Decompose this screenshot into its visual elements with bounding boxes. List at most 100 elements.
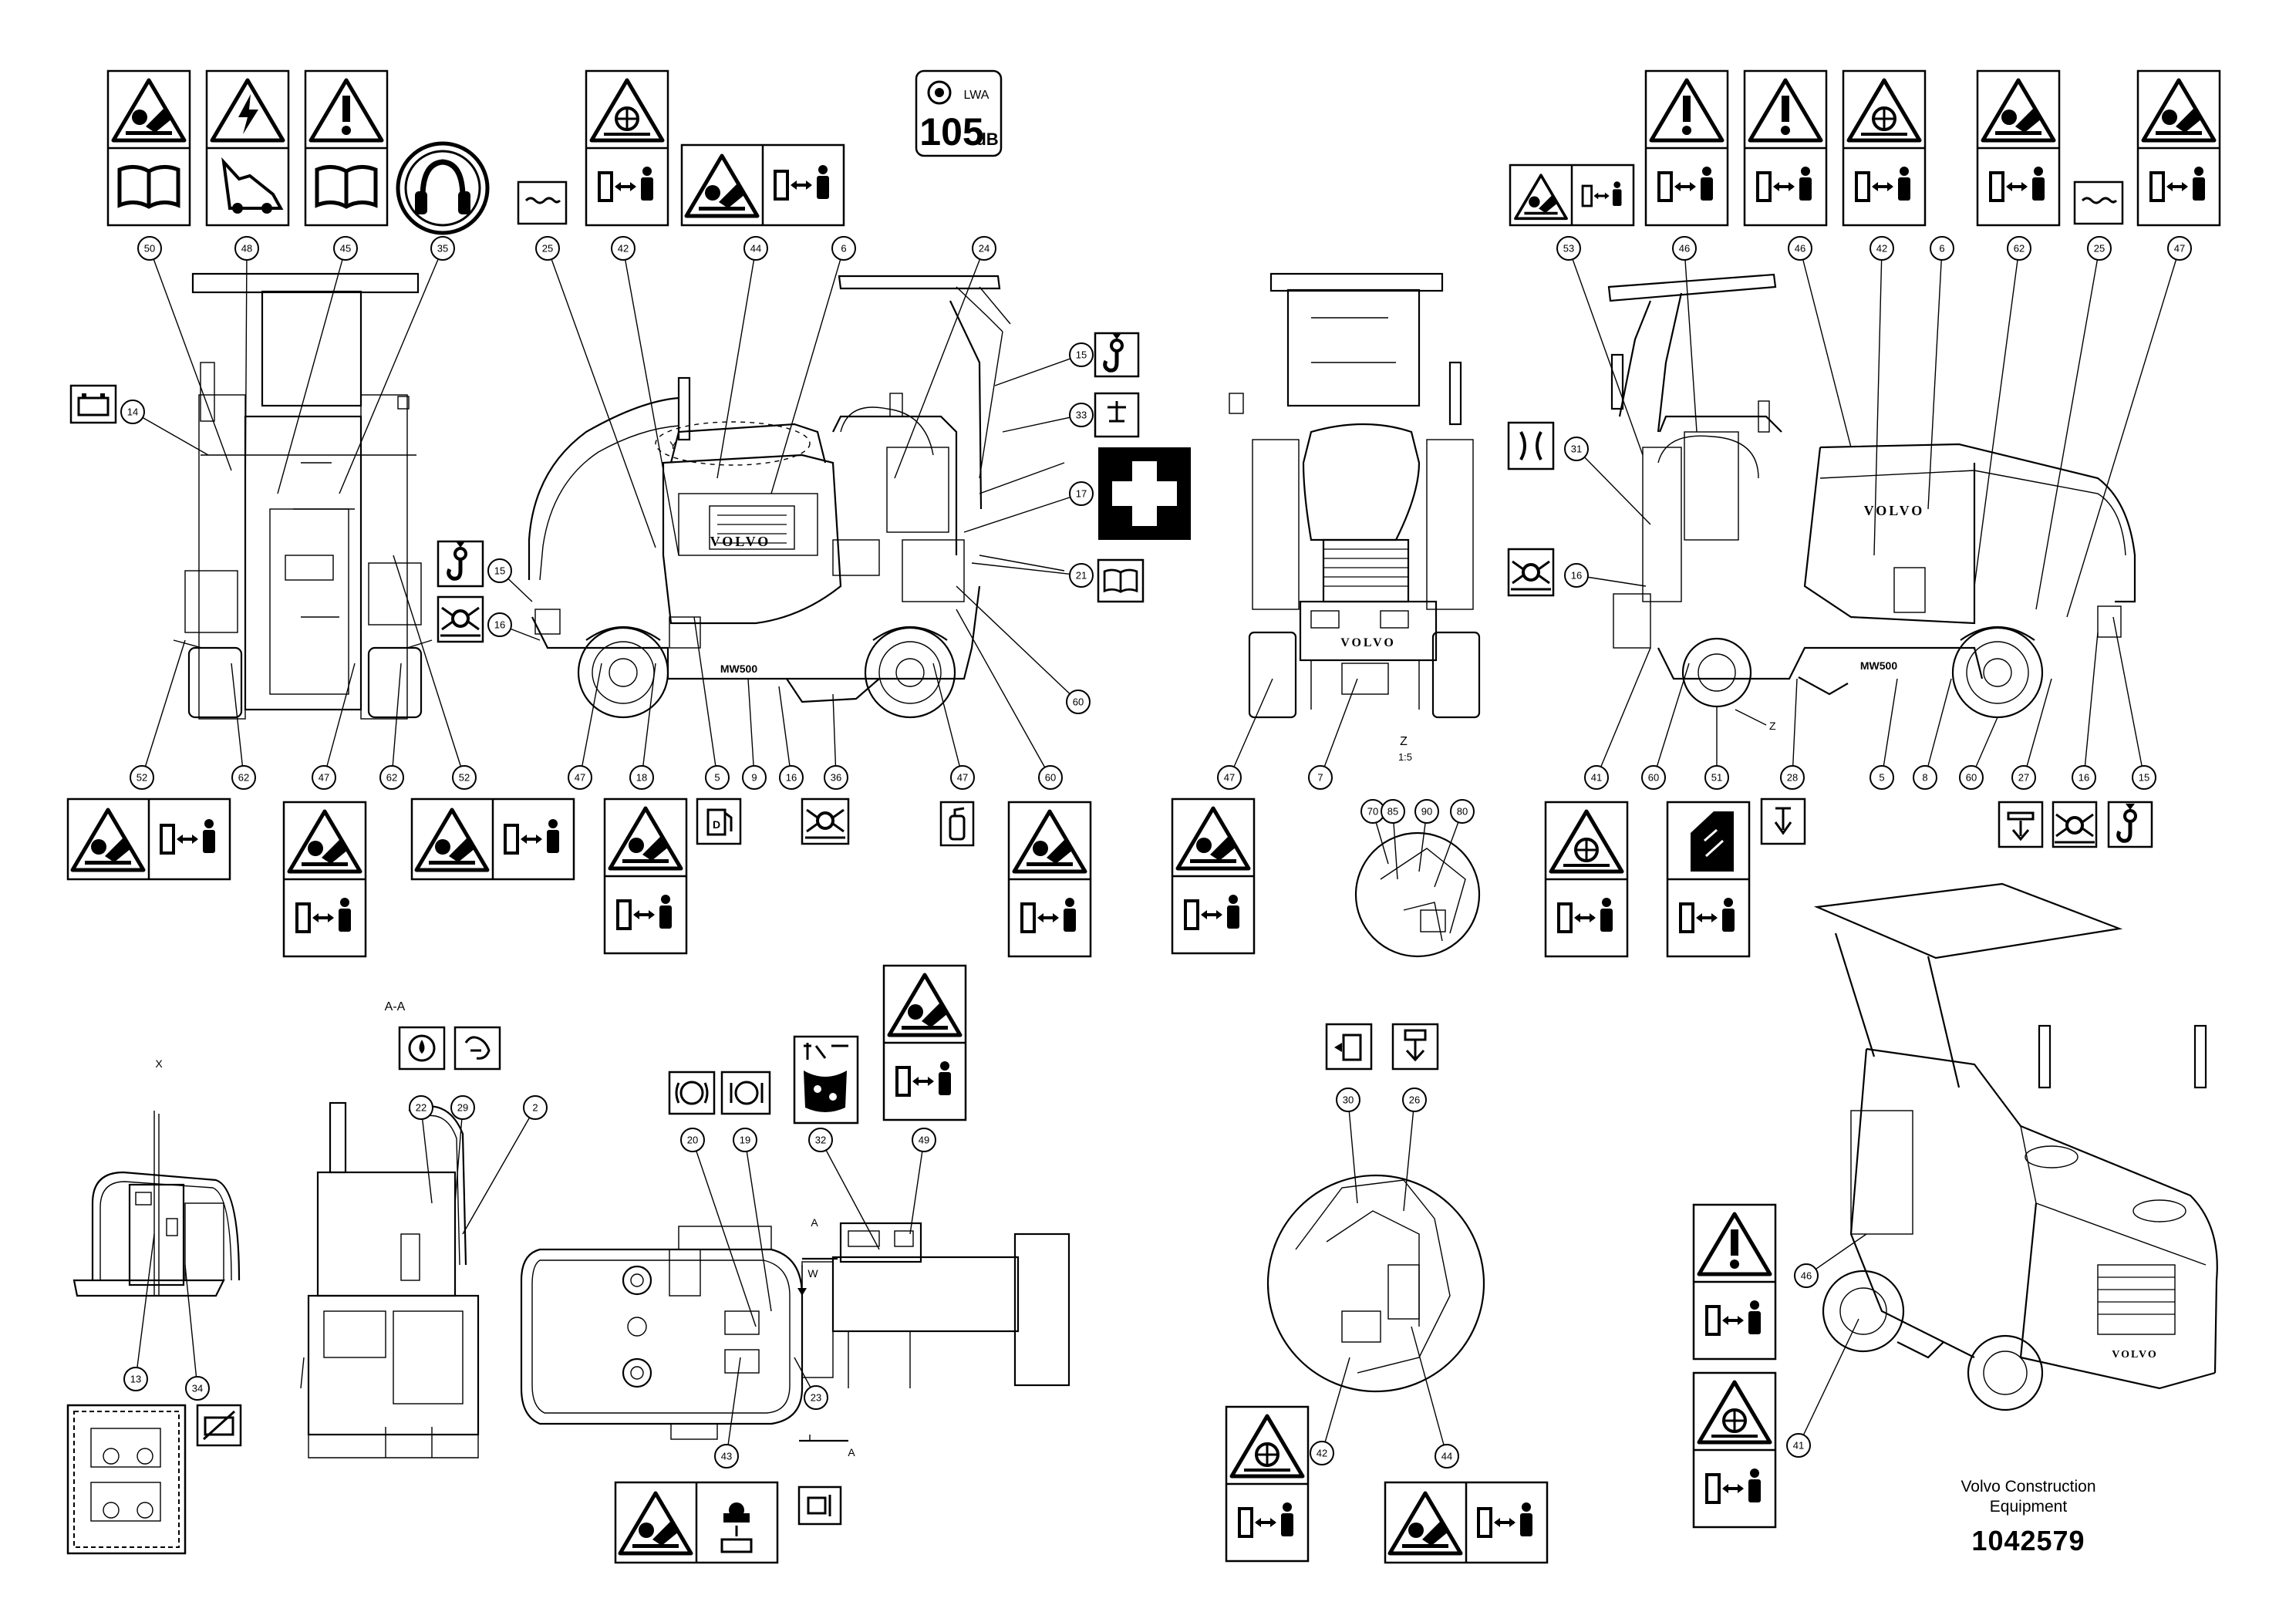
callout-13: 13 [123,1367,148,1391]
callout-17: 17 [1069,481,1094,506]
callout-number: 49 [919,1135,929,1146]
callout-22: 22 [409,1095,433,1120]
callout-number: 44 [1441,1451,1452,1462]
decal-lift-bottom-right-2 [1998,801,2044,848]
decal-lift-bottom-right-3 [2107,801,2153,848]
callout-bubble [2167,236,2192,261]
callout-number: 60 [1648,772,1659,784]
view-x-mark: X [155,1057,163,1070]
callout-bubble [2087,236,2112,261]
decal-fluid-level-right [2073,180,2124,225]
callout-number: 62 [386,772,397,784]
decal-hot-surface-tall [1666,801,1751,958]
machine-side-view-left: VOLVO MW500 Y [528,275,1065,719]
callout-bubble [714,1444,739,1469]
callout-bubble [312,765,336,790]
callout-21: 21 [1069,563,1094,588]
callout-bubble [1069,481,1094,506]
callout-number: 5 [1879,772,1884,784]
callout-32: 32 [808,1128,833,1152]
callout-14: 14 [120,400,145,424]
callout-bubble [1641,765,1666,790]
callout-bubble [1788,236,1812,261]
callout-bubble [629,765,654,790]
decal-fuel-diesel: D [696,798,742,845]
callout-62: 62 [231,765,256,790]
callout-34: 34 [185,1376,210,1401]
callout-bubble [231,765,256,790]
brand-block: Volvo Construction Equipment 1042579 [1928,1477,2129,1557]
callout-number: 17 [1076,488,1087,500]
callout-number: 25 [2094,243,2105,255]
callout-47: 47 [2167,236,2192,261]
callout-26: 26 [1402,1088,1427,1112]
callout-47: 47 [312,765,336,790]
view-y-mark: Y [669,439,677,451]
callout-number: 52 [137,772,147,784]
brand-name: Volvo Construction Equipment [1928,1477,2129,1517]
callout-number: 48 [241,243,252,255]
side-wordmark-right: VOLVO [1864,503,1925,518]
callout-bubble [333,236,358,261]
callout-18: 18 [629,765,654,790]
decal-battery [69,384,117,424]
decal-brake [668,1071,716,1115]
callout-bubble [831,236,856,261]
callout-60: 60 [1066,690,1091,714]
callout-number: 35 [437,243,448,255]
callout-52: 52 [130,765,154,790]
callout-number: 13 [130,1374,141,1385]
callout-42: 42 [1870,236,1894,261]
callout-bubble [824,765,848,790]
callout-bubble [1066,690,1091,714]
callout-9: 9 [742,765,767,790]
callout-60: 60 [1641,765,1666,790]
decal-lift-bottom-right-1 [1760,798,1806,845]
machine-top-view: A A W [520,1216,1070,1458]
callout-50: 50 [137,236,162,261]
callout-number: 30 [1343,1094,1354,1106]
callout-number: 44 [750,243,761,255]
callout-bubble [1414,799,1439,824]
callout-bubble [523,1095,548,1120]
callout-48: 48 [234,236,259,261]
callout-bubble [1069,342,1094,367]
decal-hydraulic-oil [453,1026,501,1071]
callout-28: 28 [1780,765,1805,790]
callout-bubble [2011,765,2036,790]
callout-bubble [1959,765,1984,790]
callout-bubble [379,765,404,790]
decal-engine-oil [398,1026,446,1071]
part-number: 1042579 [1971,1525,2085,1556]
callout-number: 6 [841,243,846,255]
section-a-mark-top: A [811,1216,818,1229]
callout-bubble [733,1128,757,1152]
callout-number: 15 [1076,349,1087,361]
callout-bubble [950,765,975,790]
callout-bubble [120,400,145,424]
callout-number: 33 [1076,410,1087,421]
machine-front-view-left [173,272,433,720]
callout-bubble [1780,765,1805,790]
refuel-detail-view [1266,1174,1485,1393]
callout-bubble [535,236,560,261]
decal-crush-tall-4 [1171,798,1256,955]
callout-number: 31 [1571,443,1582,455]
decal-crush-wide-1 [66,798,231,881]
decal-entanglement-small [1507,421,1555,470]
callout-number: 62 [2014,243,2025,255]
decal-lift-point-left [437,541,484,588]
callout-number: 5 [714,772,720,784]
callout-46: 46 [1672,236,1697,261]
callout-42: 42 [1310,1441,1334,1465]
decal-general-warning-manual [304,69,389,227]
callout-number: 46 [1801,1270,1812,1282]
decal-crush-wide-bottom [614,1481,779,1564]
callout-7: 7 [1308,765,1333,790]
callout-number: 42 [1876,243,1887,255]
callout-number: 70 [1367,806,1378,818]
callout-29: 29 [450,1095,475,1120]
callout-number: 34 [192,1383,203,1394]
callout-41: 41 [1584,765,1609,790]
callout-bubble [1450,799,1475,824]
